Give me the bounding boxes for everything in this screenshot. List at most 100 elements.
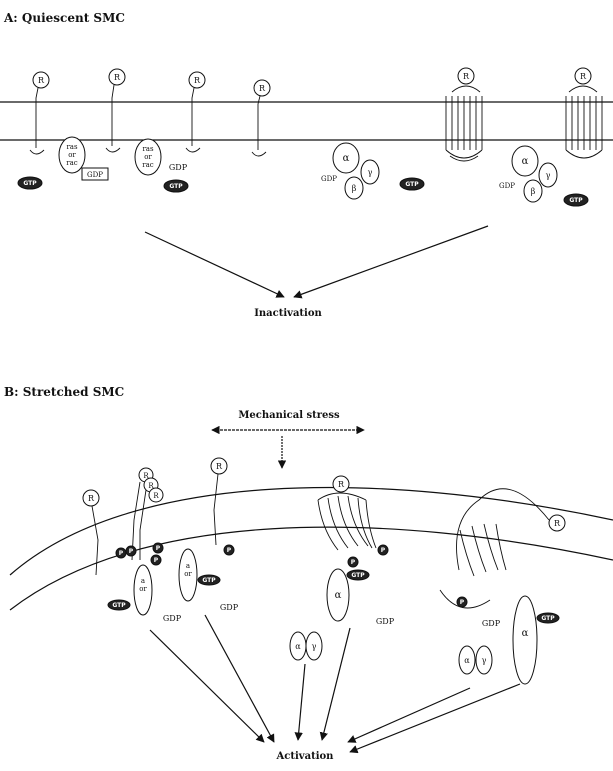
g-protein-heterotrimer-1: α γ β GDP xyxy=(321,143,379,199)
receptor-label: R xyxy=(338,480,345,489)
phospho-label: P xyxy=(154,557,159,564)
gtp-label: GTP xyxy=(351,572,365,579)
gdp-label: GDP xyxy=(220,603,239,612)
gtp-badge-3: GTP xyxy=(400,178,424,190)
gdp-label: GDP xyxy=(376,617,395,626)
gamma-label: γ xyxy=(368,168,373,177)
transmembrane-helices xyxy=(460,524,506,576)
receptor-intracellular-loop-2 xyxy=(450,156,478,161)
arrow-to-activation-2 xyxy=(205,615,274,742)
seven-transmembrane-receptor-3: R P P α GTP GDP xyxy=(318,476,395,626)
receptor-tail xyxy=(252,152,266,156)
panel-b-title: B: Stretched SMC xyxy=(4,385,124,399)
receptor-label: R xyxy=(194,76,201,85)
phospho-label: P xyxy=(156,545,161,552)
panel-a: A: Quiescent SMC R ras or rac GDP GTP R xyxy=(0,11,613,319)
receptor-label: R xyxy=(38,76,45,85)
gdp-label: GDP xyxy=(499,182,515,190)
transmembrane-helices xyxy=(566,96,602,150)
ras-protein-1: ras or rac GDP xyxy=(59,137,108,180)
receptor-tyrosine-kinase-5: R xyxy=(83,490,99,575)
gtp-label: GTP xyxy=(405,181,419,188)
ras-label-line-3: rac xyxy=(66,159,78,167)
arrow-to-activation-5 xyxy=(348,688,470,742)
gamma-label: γ xyxy=(312,642,317,651)
arrow-to-activation-1 xyxy=(150,630,264,742)
inactivation-label: Inactivation xyxy=(254,308,322,319)
receptor-label: R xyxy=(114,73,121,82)
arrow-to-activation-4 xyxy=(322,628,350,740)
gtp-label: GTP xyxy=(112,602,126,609)
receptor-stalk xyxy=(112,85,114,146)
gtp-label: GTP xyxy=(202,577,216,584)
receptor-tyrosine-kinase-6: R P xyxy=(211,458,234,555)
gtp-badge-1: GTP xyxy=(18,177,42,189)
ras-label-line-2: or xyxy=(144,153,152,161)
phospho-site-cluster: P P P P xyxy=(116,543,163,565)
phospho-label: P xyxy=(119,550,124,557)
receptor-tyrosine-kinase-4: R xyxy=(252,80,270,156)
gtp-badge-2: GTP xyxy=(164,180,188,192)
gtp-badge-4: GTP xyxy=(564,194,588,206)
g-protein-heterotrimer-2: α γ β GDP xyxy=(499,146,557,202)
receptor-loop xyxy=(569,86,597,92)
beta-label: β xyxy=(531,187,536,196)
phospho-label: P xyxy=(460,599,465,606)
alpha-label: α xyxy=(295,642,301,651)
alpha-label: α xyxy=(522,156,529,167)
receptor-label-c: R xyxy=(153,492,159,500)
mechanical-stress-label: Mechanical stress xyxy=(238,410,340,421)
receptor-stalk xyxy=(258,96,260,150)
transmembrane-helices xyxy=(446,96,482,150)
phospho-label: P xyxy=(351,559,356,566)
gamma-label: γ xyxy=(482,656,487,665)
g-beta-gamma-dimer-1: α γ xyxy=(290,632,322,660)
phospho-label: P xyxy=(129,548,134,555)
ras-protein-active: a or GTP GDP xyxy=(179,549,239,612)
phospho-label: P xyxy=(227,547,232,554)
receptor-tail xyxy=(106,148,120,152)
gtp-label: GTP xyxy=(569,197,583,204)
phospho-label: P xyxy=(381,547,386,554)
receptor-tail xyxy=(30,150,44,154)
receptor-label: R xyxy=(88,494,95,503)
gtp-label: GTP xyxy=(169,183,183,190)
gtp-label: GTP xyxy=(23,180,37,187)
ras-protein-2: ras or rac GDP xyxy=(135,139,188,175)
receptor-label: R xyxy=(216,462,223,471)
panel-a-title: A: Quiescent SMC xyxy=(3,11,125,25)
receptor-stalk xyxy=(192,88,194,146)
receptor-loop xyxy=(452,86,480,92)
g-alpha-subunit xyxy=(513,596,537,684)
ras-small-line-1: a xyxy=(186,562,190,570)
g-beta-gamma-dimer-2: α γ xyxy=(459,646,492,674)
receptor-label: R xyxy=(463,72,470,81)
ras-small-line-2: or xyxy=(139,585,147,593)
alpha-label: α xyxy=(335,590,342,601)
beta-label: β xyxy=(352,184,357,193)
receptor-label: R xyxy=(580,72,587,81)
transmembrane-helices xyxy=(318,496,376,550)
receptor-stalk xyxy=(36,88,38,148)
arrow-to-inactivation-right xyxy=(294,226,488,297)
ras-small-line-2: or xyxy=(184,570,192,578)
ras-label-line-2: or xyxy=(68,151,76,159)
gdp-label: GDP xyxy=(482,619,501,628)
gdp-label: GDP xyxy=(163,614,182,623)
receptor-dimer: R R R P P P P a or GTP GDP xyxy=(108,468,182,623)
receptor-intracellular-loop xyxy=(566,150,602,158)
arrow-to-activation-3 xyxy=(298,664,305,740)
arrow-to-activation-6 xyxy=(350,684,520,752)
receptor-label: R xyxy=(259,84,266,93)
alpha-label: α xyxy=(464,656,470,665)
ras-label-line-3: rac xyxy=(142,161,154,169)
panel-b: B: Stretched SMC Mechanical stress R R R… xyxy=(4,385,613,762)
arrow-to-inactivation-left xyxy=(145,232,284,297)
ras-small-line-1: a xyxy=(141,577,145,585)
activation-label: Activation xyxy=(276,751,335,762)
seven-transmembrane-receptor-4: R P GDP α GTP xyxy=(440,489,565,684)
gdp-label: GDP xyxy=(87,171,103,179)
alpha-label: α xyxy=(522,628,529,639)
